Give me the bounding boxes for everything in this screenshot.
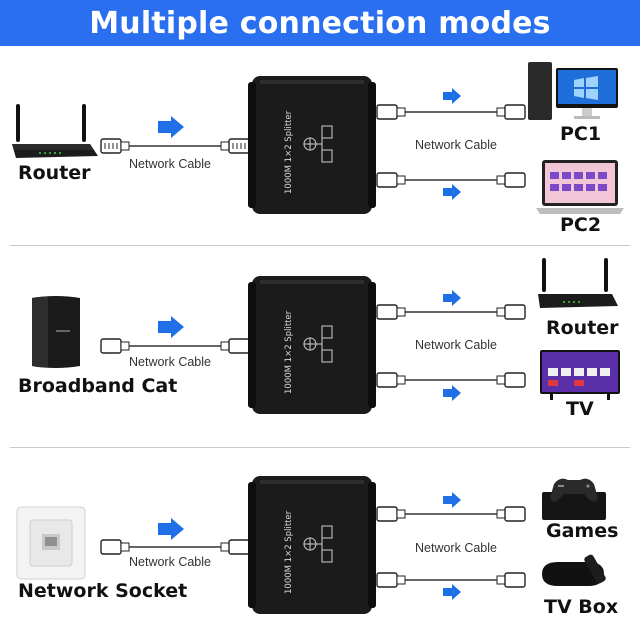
splitter-label: 1000M 1×2 Splitter bbox=[284, 110, 294, 194]
network-cable bbox=[376, 506, 526, 522]
network-cable bbox=[100, 539, 250, 555]
target-label-router: Router bbox=[546, 317, 619, 339]
source-label-router: Router bbox=[18, 162, 91, 184]
arrow-right-icon bbox=[158, 316, 184, 338]
target-label-pc2: PC2 bbox=[560, 214, 602, 236]
cable-label: Network Cable bbox=[129, 157, 211, 171]
network-cable bbox=[376, 372, 526, 388]
network-cable bbox=[100, 338, 250, 354]
splitter-device: 1000M 1×2 Splitter bbox=[248, 276, 376, 414]
network-cable bbox=[376, 304, 526, 320]
rj45-plug-icon bbox=[100, 138, 122, 154]
arrow-right-icon bbox=[443, 184, 461, 200]
network-cable bbox=[376, 104, 526, 120]
network-topology-icon bbox=[303, 125, 333, 163]
tv-icon bbox=[540, 350, 620, 400]
splitter-device: 1000M 1×2 Splitter bbox=[248, 476, 376, 614]
splitter-label: 1000M 1×2 Splitter bbox=[284, 510, 294, 594]
modem-icon bbox=[32, 296, 80, 368]
target-label-tv-box: TV Box bbox=[544, 596, 619, 618]
arrow-right-icon bbox=[443, 584, 461, 600]
desktop-pc-icon bbox=[528, 62, 618, 120]
laptop-icon bbox=[536, 160, 624, 214]
arrow-right-icon bbox=[158, 116, 184, 138]
splitter-label: 1000M 1×2 Splitter bbox=[284, 310, 294, 394]
title-banner: Multiple connection modes bbox=[0, 0, 640, 46]
row-divider bbox=[10, 447, 630, 448]
cable-label: Network Cable bbox=[415, 338, 497, 352]
network-topology-icon bbox=[303, 525, 333, 563]
row-divider bbox=[10, 245, 630, 246]
cable-label: Network Cable bbox=[129, 355, 211, 369]
source-label-broadband-cat: Broadband Cat bbox=[18, 375, 178, 397]
page-title: Multiple connection modes bbox=[89, 5, 551, 41]
target-label-tv: TV bbox=[566, 398, 594, 420]
cable-label: Network Cable bbox=[129, 555, 211, 569]
arrow-right-icon bbox=[158, 518, 184, 540]
wall-socket-icon bbox=[16, 506, 86, 580]
splitter-device: 1000M 1×2 Splitter bbox=[248, 76, 376, 214]
network-cable bbox=[376, 572, 526, 588]
target-label-games: Games bbox=[546, 520, 619, 542]
router-icon bbox=[12, 104, 98, 158]
arrow-right-icon bbox=[443, 88, 461, 104]
target-label-pc1: PC1 bbox=[560, 123, 602, 145]
arrow-right-icon bbox=[443, 290, 461, 306]
game-console-icon bbox=[542, 478, 606, 520]
cable-label: Network Cable bbox=[415, 138, 497, 152]
tv-box-icon bbox=[542, 554, 606, 586]
source-label-network-socket: Network Socket bbox=[18, 580, 188, 602]
router-icon bbox=[538, 258, 618, 308]
network-topology-icon bbox=[303, 325, 333, 363]
arrow-right-icon bbox=[443, 385, 461, 401]
cable-label: Network Cable bbox=[415, 541, 497, 555]
network-cable bbox=[376, 172, 526, 188]
network-cable bbox=[100, 138, 250, 154]
arrow-right-icon bbox=[443, 492, 461, 508]
